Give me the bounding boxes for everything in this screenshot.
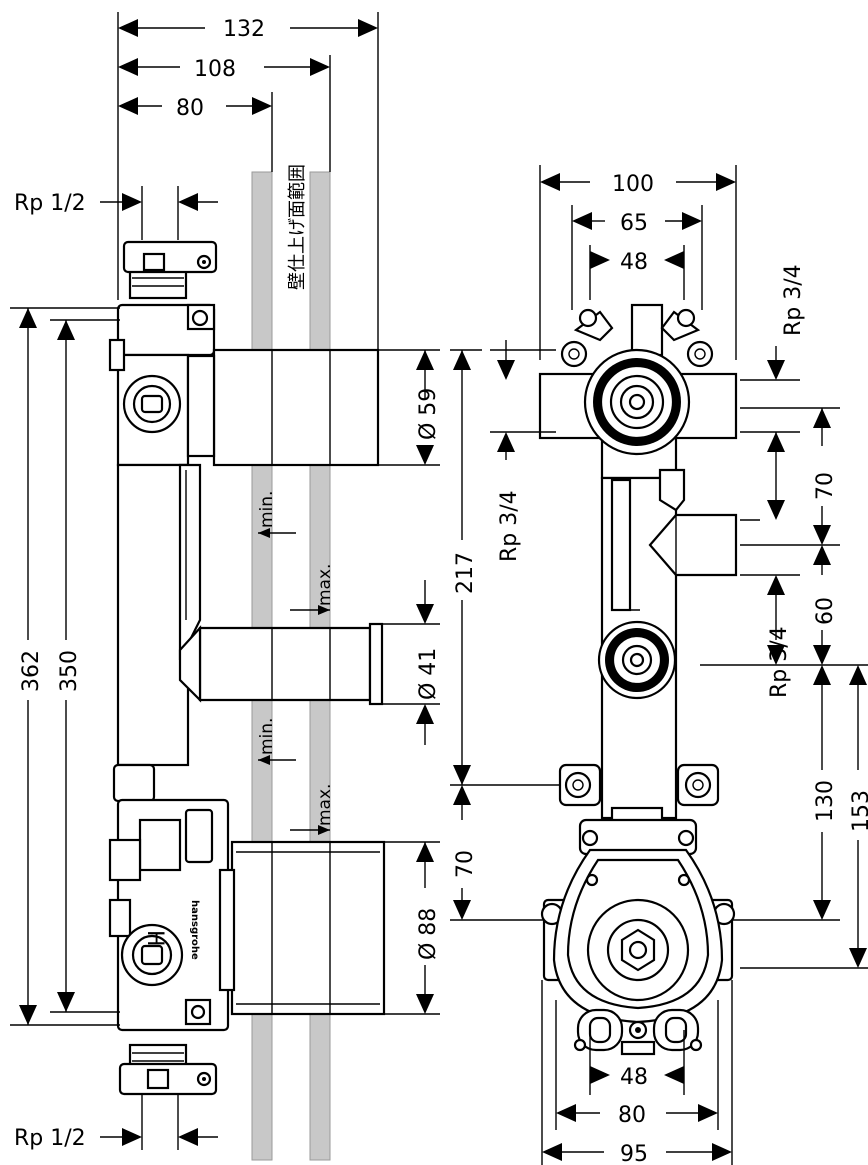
pipe-mid: Ø 41 xyxy=(178,580,441,745)
width-bottom-95-label: 95 xyxy=(620,1142,648,1165)
front-lower-body xyxy=(540,806,736,1056)
spacing-70-right-label: 70 xyxy=(813,472,838,500)
side-body: H hansgrohe xyxy=(108,303,230,1032)
width-bottom-80-label: 80 xyxy=(618,1103,646,1128)
thread-top-label: Rp 1/2 xyxy=(14,191,86,216)
height-total-label: 362 xyxy=(19,650,44,692)
front-view: 100 65 48 Rp 3/4 xyxy=(450,165,868,1165)
bottom-connector xyxy=(118,1043,218,1096)
depth-dimensions: 132 108 80 xyxy=(117,12,379,350)
max-label-1: max. xyxy=(315,564,335,606)
width-bottom-48-label: 48 xyxy=(620,1065,648,1090)
thread-left-a-label: Rp 3/4 xyxy=(497,490,522,562)
pipe-bottom-label: Ø 88 xyxy=(416,908,441,960)
depth-max-label: 108 xyxy=(194,57,236,82)
spacing-130-label: 130 xyxy=(813,780,838,822)
spacing-217-label: 217 xyxy=(453,552,478,594)
h-mark: H xyxy=(142,930,167,947)
front-width-dimensions-top: 100 65 48 xyxy=(539,165,737,360)
min-max-marks-2: min. max. xyxy=(257,718,335,835)
depth-total-label: 132 xyxy=(223,17,265,42)
top-connector xyxy=(122,240,218,300)
max-label-2: max. xyxy=(315,784,335,826)
thread-top-right-label: Rp 3/4 xyxy=(781,264,806,336)
thread-top-right-dimension: Rp 3/4 xyxy=(740,264,840,409)
wall-range-label: 壁仕上げ面範囲 xyxy=(287,164,308,290)
width-top-label: 100 xyxy=(612,172,654,197)
side-view: 壁仕上げ面範囲 132 108 80 Rp 1/2 xyxy=(10,12,441,1161)
spacing-60-label: 60 xyxy=(813,597,838,625)
thread-top-dimension: Rp 1/2 xyxy=(14,186,218,240)
thread-bottom-dimension: Rp 1/2 xyxy=(14,1095,218,1151)
front-spine xyxy=(558,468,738,820)
spacing-153-label: 153 xyxy=(849,790,868,832)
thread-left-b-label: Rp 3/4 xyxy=(767,626,792,698)
pipe-top-label: Ø 59 xyxy=(416,388,441,440)
front-width-dimensions-bottom: 48 80 95 xyxy=(541,980,733,1165)
front-left-dimensions: Rp 3/4 217 70 xyxy=(450,340,560,921)
pipe-top: Ø 59 xyxy=(186,348,441,467)
height-dimensions: 362 350 xyxy=(10,307,120,1026)
thread-bottom-label: Rp 1/2 xyxy=(14,1126,86,1151)
width-mid-label: 65 xyxy=(620,211,648,236)
width-inner-label: 48 xyxy=(620,250,648,275)
spacing-70-left-label: 70 xyxy=(453,850,478,878)
height-inner-label: 350 xyxy=(57,650,82,692)
front-right-dimensions: 70 60 Rp 3/4 130 153 xyxy=(700,408,868,969)
min-label-2: min. xyxy=(257,718,277,755)
front-upper-block xyxy=(538,303,738,480)
brand-mark: hansgrohe xyxy=(189,900,200,960)
min-label-1: min. xyxy=(257,491,277,528)
pipe-bottom: Ø 88 xyxy=(218,840,441,1016)
min-max-marks-1: min. max. xyxy=(257,491,335,615)
pipe-mid-label: Ø 41 xyxy=(416,648,441,700)
depth-min-label: 80 xyxy=(176,96,204,121)
